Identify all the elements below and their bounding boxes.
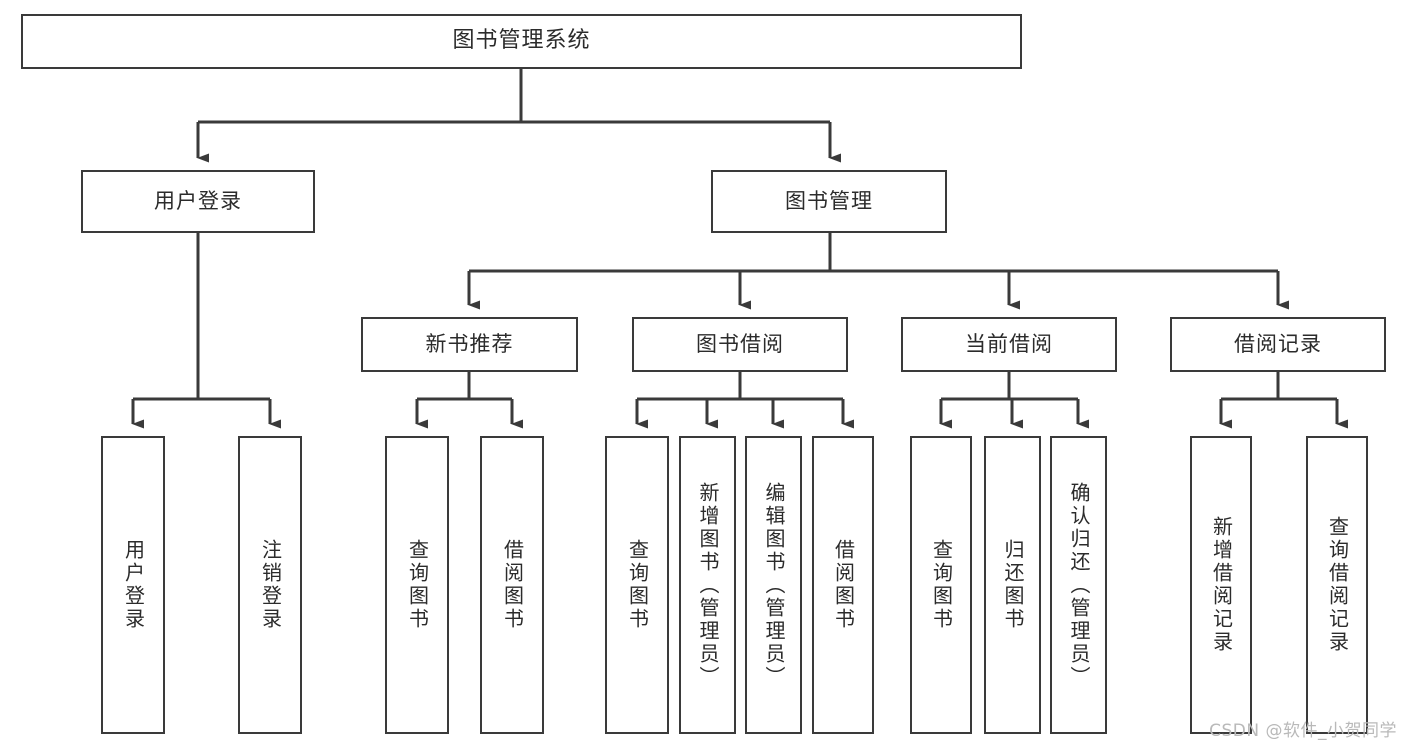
node-label: 图书管理系统 <box>452 28 591 54</box>
node-label: 归还图书 <box>1001 539 1025 631</box>
leaf-edit-book-admin[interactable]: 编辑图书（管理员） <box>745 436 802 734</box>
leaf-return-book[interactable]: 归还图书 <box>984 436 1041 734</box>
leaf-add-borrow-record[interactable]: 新增借阅记录 <box>1190 436 1252 734</box>
leaf-logout[interactable]: 注销登录 <box>238 436 302 734</box>
node-new-book-recommend[interactable]: 新书推荐 <box>361 317 578 372</box>
leaf-add-book-admin[interactable]: 新增图书（管理员） <box>679 436 736 734</box>
watermark-text: CSDN @软件_小贺同学 <box>1209 721 1397 741</box>
node-label: 查询图书 <box>929 539 954 631</box>
node-user-login[interactable]: 用户登录 <box>81 170 315 233</box>
node-label: 查询借阅记录 <box>1325 516 1350 654</box>
node-label: 借阅图书 <box>831 539 856 631</box>
node-book-borrow[interactable]: 图书借阅 <box>632 317 848 372</box>
node-label: 借阅图书 <box>500 539 525 631</box>
node-label: 编辑图书（管理员） <box>762 481 786 689</box>
node-label: 确认归还（管理员） <box>1067 481 1091 689</box>
node-label: 查询图书 <box>625 539 650 631</box>
node-label: 图书管理 <box>785 188 873 213</box>
leaf-query-borrow-record[interactable]: 查询借阅记录 <box>1306 436 1368 734</box>
leaf-borrow-book-newbook[interactable]: 借阅图书 <box>480 436 544 734</box>
leaf-query-book-borrow[interactable]: 查询图书 <box>605 436 669 734</box>
node-label: 新增借阅记录 <box>1209 516 1234 654</box>
node-borrow-record[interactable]: 借阅记录 <box>1170 317 1386 372</box>
node-label: 查询图书 <box>405 539 430 631</box>
leaf-query-book-current[interactable]: 查询图书 <box>910 436 972 734</box>
leaf-borrow-book[interactable]: 借阅图书 <box>812 436 874 734</box>
node-label: 借阅记录 <box>1234 331 1322 356</box>
leaf-confirm-return-admin[interactable]: 确认归还（管理员） <box>1050 436 1107 734</box>
node-label: 图书借阅 <box>696 331 784 356</box>
node-label: 注销登录 <box>258 539 283 631</box>
node-label: 新书推荐 <box>425 331 514 356</box>
node-label: 新增图书（管理员） <box>696 481 720 689</box>
node-current-borrow[interactable]: 当前借阅 <box>901 317 1117 372</box>
node-root-system[interactable]: 图书管理系统 <box>21 14 1022 69</box>
node-book-management[interactable]: 图书管理 <box>711 170 947 233</box>
node-label: 当前借阅 <box>965 331 1053 356</box>
leaf-query-book-newbook[interactable]: 查询图书 <box>385 436 449 734</box>
node-label: 用户登录 <box>154 188 242 213</box>
node-label: 用户登录 <box>121 539 146 631</box>
leaf-user-login[interactable]: 用户登录 <box>101 436 165 734</box>
